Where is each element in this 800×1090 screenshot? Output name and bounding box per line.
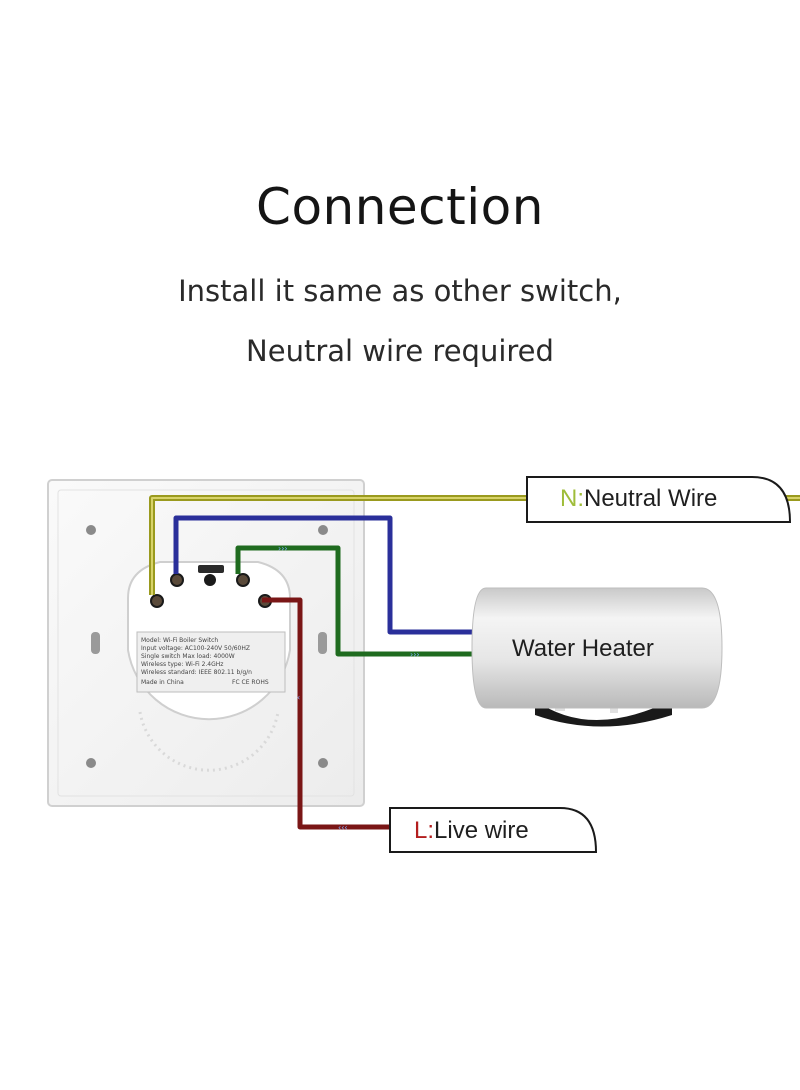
product-label-line-1: Model: Wi-Fi Boiler Switch	[141, 637, 218, 644]
svg-text:›››: ›››	[278, 544, 288, 553]
screw-terminal-icon	[150, 594, 164, 608]
svg-text:N:Neutral Wire: N:Neutral Wire	[560, 485, 717, 512]
svg-text:›››: ›››	[410, 650, 420, 659]
screw-terminal-icon	[236, 573, 250, 587]
heater-label: Water Heater	[512, 635, 654, 662]
product-label-line-2: Input voltage: AC100-240V 50/60HZ	[141, 645, 250, 652]
neutral-label-text: Neutral Wire	[584, 485, 717, 512]
svg-text:L:Live wire: L:Live wire	[414, 817, 529, 844]
heater-wire-blue	[173, 515, 472, 635]
switch-module: Model: Wi-Fi Boiler Switch Input voltage…	[127, 561, 291, 772]
product-label-line-7: FC CE ROHS	[232, 679, 269, 686]
live-wire: ‹ ‹‹‹	[262, 597, 390, 832]
mounting-slot-icon	[91, 632, 100, 654]
live-label-prefix: L:	[414, 817, 434, 844]
water-heater-icon: Water Heater	[471, 587, 723, 727]
mounting-hole-icon	[318, 525, 328, 535]
mounting-hole-icon	[86, 525, 96, 535]
page-title: Connection	[256, 178, 544, 236]
live-label-text: Live wire	[434, 817, 529, 844]
product-label-line-3: Single switch Max load: 4000W	[141, 653, 235, 660]
screw-terminal-icon	[170, 573, 184, 587]
mounting-hole-icon	[318, 758, 328, 768]
subtitle-line-2: Neutral wire required	[246, 334, 554, 368]
mounting-hole-icon	[86, 758, 96, 768]
neutral-label-tag: N:Neutral Wire	[526, 476, 792, 523]
product-label-line-4: Wireless type: Wi-Fi 2.4GHz	[141, 661, 223, 668]
mounting-slot-icon	[318, 632, 327, 654]
svg-text:‹‹‹: ‹‹‹	[338, 823, 348, 832]
neutral-label-prefix: N:	[560, 485, 584, 512]
product-label-line-6: Made in China	[141, 679, 184, 686]
live-label-tag: L:Live wire	[389, 807, 598, 853]
product-label-line-5: Wireless standard: IEEE 802.11 b/g/n	[141, 669, 252, 676]
product-label	[136, 631, 286, 693]
screw-terminal-icon	[204, 574, 216, 586]
heater-wire-green: ››› ›››	[235, 544, 472, 659]
subtitle-line-1: Install it same as other switch,	[178, 274, 622, 308]
svg-text:‹: ‹	[297, 693, 300, 702]
